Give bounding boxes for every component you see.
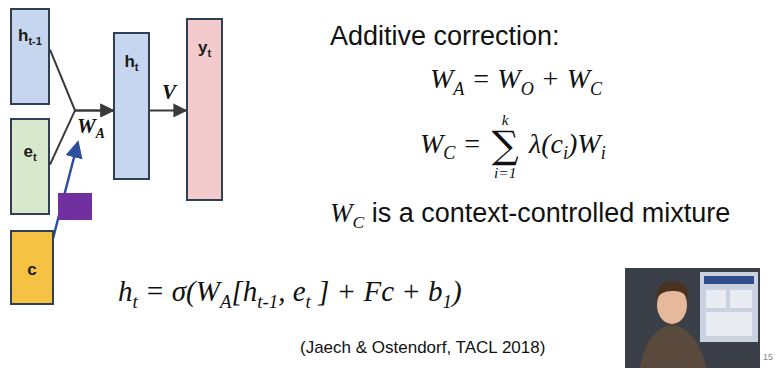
context-box: c	[10, 230, 54, 305]
node-label: ht	[115, 52, 148, 73]
flow-arrow	[150, 109, 186, 111]
hidden-state-box: ht-1	[10, 8, 50, 105]
flow-arrow	[50, 110, 113, 164]
page-number: 15	[763, 352, 773, 363]
embedding-box: et	[10, 118, 50, 215]
node-label: c	[12, 260, 52, 280]
photo-background	[625, 268, 760, 368]
node-label: yt	[188, 38, 221, 59]
citation: (Jaech & Ostendorf, TACL 2018)	[300, 338, 545, 358]
equation: ht = σ(WA[ht-1, et ] + Fc + b1)	[118, 274, 462, 313]
weight-label: WA	[77, 114, 105, 143]
equation: WA = WO + WC	[430, 62, 602, 100]
context-gate-square	[58, 193, 92, 220]
hidden-state-box: ht	[113, 32, 150, 180]
poster-header	[704, 276, 754, 284]
poster-panel	[706, 312, 752, 336]
node-label: et	[12, 142, 48, 163]
speaker-photo	[625, 268, 760, 368]
statement: WC is a context-controlled mixture	[330, 197, 730, 233]
flow-arrow	[50, 50, 113, 111]
slide-heading: Additive correction:	[330, 20, 560, 52]
node-label: ht-1	[12, 26, 48, 47]
poster-panel	[706, 290, 726, 308]
poster-panel	[730, 290, 752, 308]
equation: WC = k∑i=1 λ(ci)Wi	[420, 112, 606, 181]
shirt	[640, 324, 706, 368]
poster	[700, 272, 758, 342]
output-box: yt	[186, 18, 223, 201]
hair	[656, 281, 689, 300]
weight-label: V	[162, 80, 176, 105]
